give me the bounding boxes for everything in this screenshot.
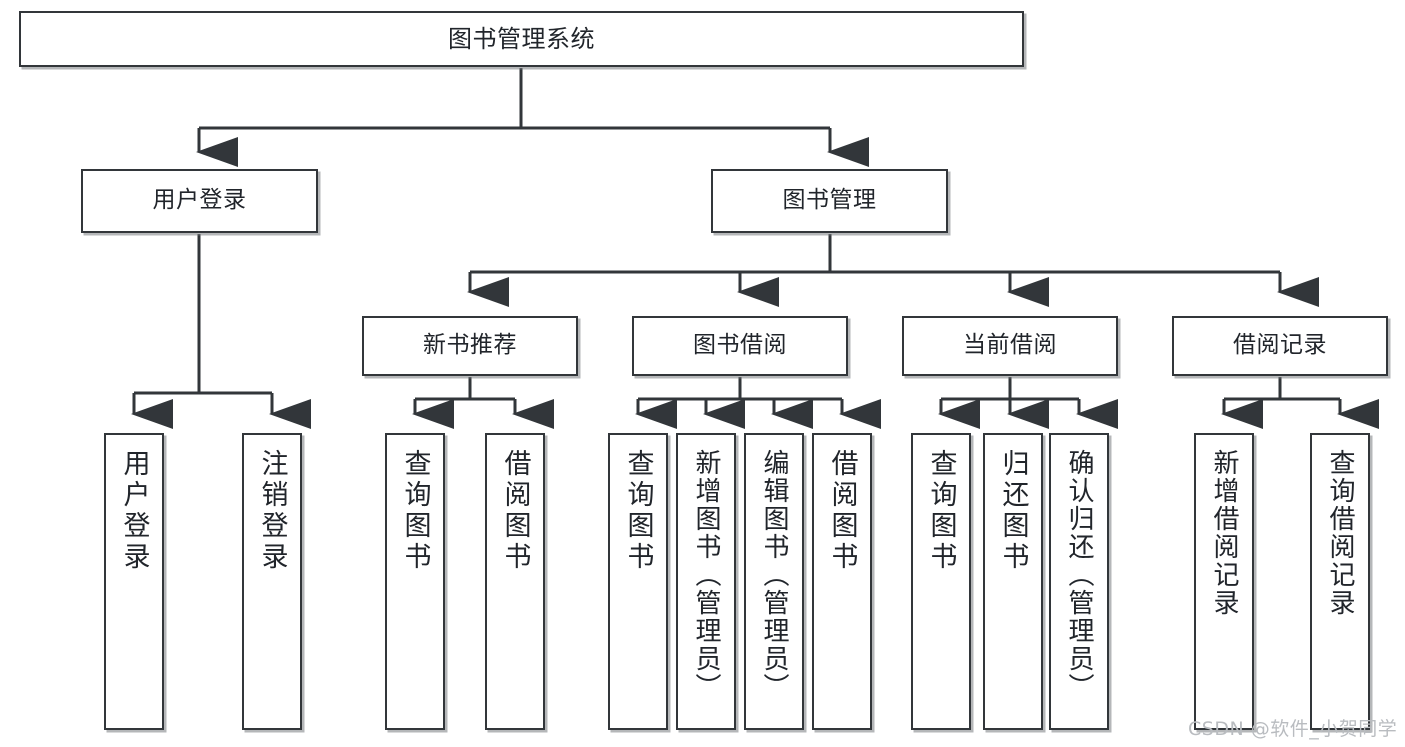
leaf-query-record[interactable]: 查询借阅记录: [1310, 433, 1370, 730]
node-book-management[interactable]: 图书管理: [711, 169, 948, 233]
node-current-borrow[interactable]: 当前借阅: [902, 316, 1118, 376]
node-new-book-recommend-label: 新书推荐: [423, 332, 517, 359]
leaf-edit-book[interactable]: 编辑图书（管理员）: [744, 433, 804, 730]
leaf-user-login[interactable]: 用户登录: [104, 433, 164, 730]
node-user-login-label: 用户登录: [152, 187, 247, 214]
leaf-borrow-book-2[interactable]: 借阅图书: [812, 433, 872, 730]
leaf-user-login-label: 用户登录: [118, 449, 150, 573]
node-root[interactable]: 图书管理系统: [19, 11, 1024, 67]
node-user-login[interactable]: 用户登录: [81, 169, 318, 233]
leaf-query-book-1-label: 查询图书: [399, 449, 431, 573]
node-new-book-recommend[interactable]: 新书推荐: [362, 316, 578, 376]
leaf-query-book-1[interactable]: 查询图书: [385, 433, 445, 730]
leaf-add-record-label: 新增借阅记录: [1209, 449, 1239, 617]
node-borrow-record[interactable]: 借阅记录: [1172, 316, 1388, 376]
leaf-add-book-label: 新增图书（管理员）: [691, 449, 721, 701]
leaf-borrow-book-1[interactable]: 借阅图书: [485, 433, 545, 730]
node-root-label: 图书管理系统: [448, 24, 595, 53]
leaf-borrow-book-2-label: 借阅图书: [826, 449, 858, 573]
leaf-query-record-label: 查询借阅记录: [1325, 449, 1355, 617]
leaf-borrow-book-1-label: 借阅图书: [499, 449, 531, 573]
leaf-confirm-return-label: 确认归还（管理员）: [1064, 449, 1094, 701]
leaf-confirm-return[interactable]: 确认归还（管理员）: [1049, 433, 1109, 730]
node-borrow-record-label: 借阅记录: [1233, 332, 1327, 359]
leaf-query-book-2[interactable]: 查询图书: [608, 433, 668, 730]
leaf-query-book-3-label: 查询图书: [925, 449, 957, 573]
leaf-add-record[interactable]: 新增借阅记录: [1194, 433, 1254, 730]
csdn-watermark: CSDN @软件_小贺同学: [1188, 718, 1398, 740]
leaf-return-book-label: 归还图书: [997, 449, 1029, 573]
leaf-logout-login-label: 注销登录: [256, 449, 288, 573]
leaf-return-book[interactable]: 归还图书: [983, 433, 1043, 730]
leaf-add-book[interactable]: 新增图书（管理员）: [676, 433, 736, 730]
node-book-management-label: 图书管理: [782, 187, 877, 214]
node-current-borrow-label: 当前借阅: [963, 332, 1057, 359]
leaf-query-book-2-label: 查询图书: [622, 449, 654, 573]
node-book-borrow-label: 图书借阅: [693, 332, 787, 359]
node-book-borrow[interactable]: 图书借阅: [632, 316, 848, 376]
leaf-logout-login[interactable]: 注销登录: [242, 433, 302, 730]
leaf-edit-book-label: 编辑图书（管理员）: [759, 449, 789, 701]
leaf-query-book-3[interactable]: 查询图书: [911, 433, 971, 730]
